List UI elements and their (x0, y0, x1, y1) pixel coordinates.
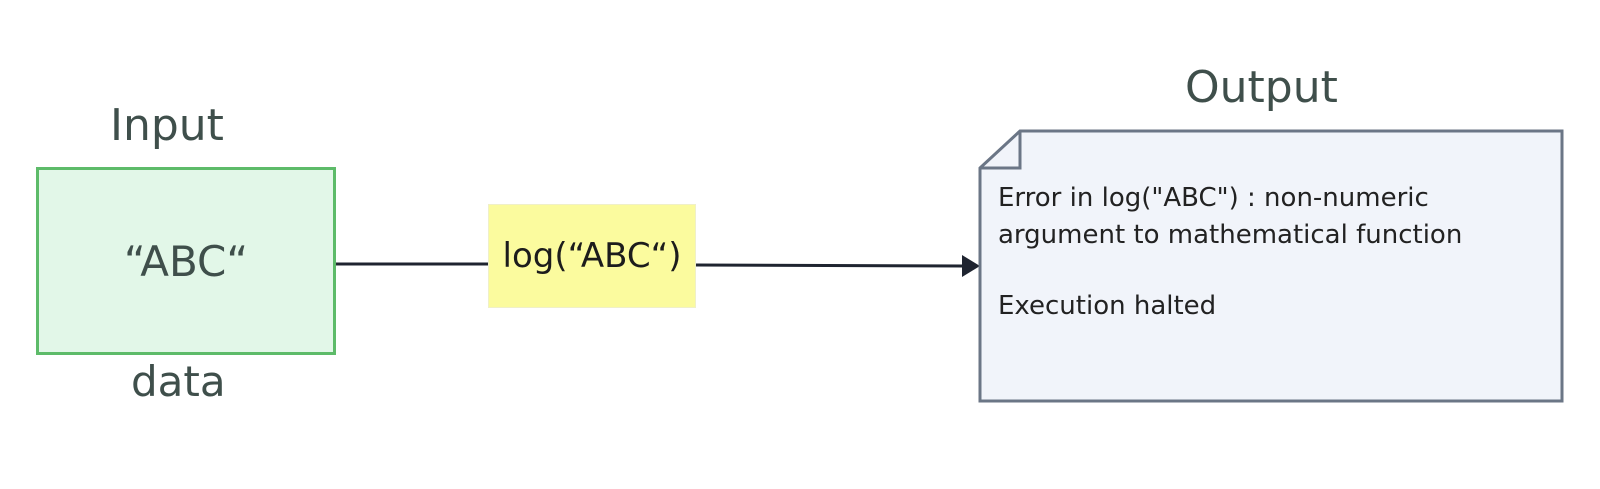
arrowhead-icon (962, 255, 980, 277)
output-document-shape (978, 129, 1564, 403)
input-value: “ABC“ (123, 236, 249, 286)
output-spacer (998, 254, 1538, 288)
output-message: Error in log("ABC") : non-numeric argume… (998, 180, 1538, 325)
output-folded-corner (980, 131, 1022, 170)
output-status: Execution halted (998, 291, 1217, 321)
connector-function-to-output (695, 263, 965, 268)
input-title: Input (110, 100, 224, 151)
output-error-line-1: Error in log("ABC") : non-numeric (998, 183, 1429, 213)
input-caption: data (131, 357, 226, 406)
output-error-line-2: argument to mathematical function (998, 220, 1463, 250)
function-label: log(“ABC“) (502, 236, 682, 276)
function-box: log(“ABC“) (488, 204, 696, 308)
output-title: Output (1185, 62, 1338, 113)
input-data-box: “ABC“ (36, 167, 336, 355)
